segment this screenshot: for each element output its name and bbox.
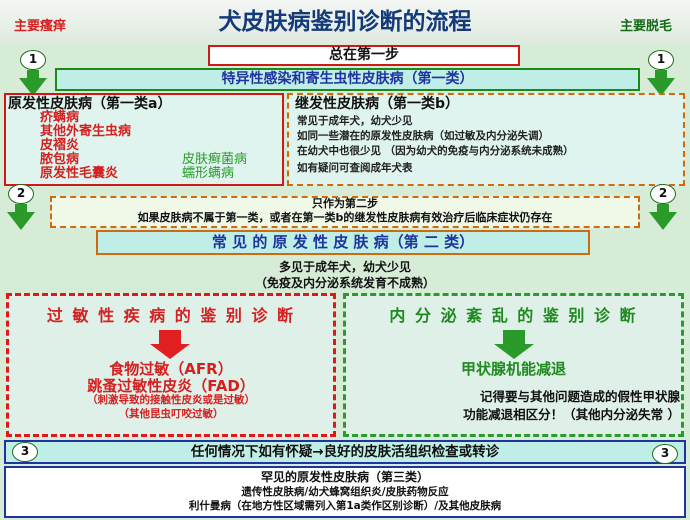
- allergy-item: 食物过敏（AFR）: [109, 360, 233, 378]
- secondary-heading: 继发性皮肤病（第一类b）: [295, 96, 460, 112]
- arrow-down-icon: [19, 78, 47, 96]
- endocrine-heading: 内 分 泌 紊 乱 的 鉴 别 诊 断: [389, 306, 638, 325]
- title-bar: [0, 0, 690, 44]
- endocrine-note: 功能减退相区分！（其他内分泌失常 ）: [463, 407, 680, 422]
- rare-line: 遗传性皮肤病/幼犬蜂窝组织炎/皮肤药物反应: [241, 486, 449, 498]
- arrow-down-icon: [647, 78, 675, 96]
- allergy-heading: 过 敏 性 疾 病 的 鉴 别 诊 断: [46, 306, 296, 325]
- secondary-line: 常见于成年犬，幼犬少见: [297, 115, 413, 127]
- page-title: 犬皮肤病鉴别诊断的流程: [218, 9, 472, 35]
- arrow-down-icon: [159, 330, 181, 344]
- category-one-bar: 特异性感染和寄生虫性皮肤病（第一类）: [55, 68, 640, 91]
- primary-item: 其他外寄生虫病: [40, 124, 132, 139]
- step-two-badge-right: 2: [650, 184, 676, 204]
- primary-item: 疥螨病: [40, 110, 80, 125]
- secondary-line: 如同一些潜在的原发性皮肤病（如过敏及内分泌失调）: [297, 130, 549, 142]
- rare-line: 利什曼病（在地方性区域需列入第1a类作区别诊断）/及其他皮肤病: [188, 500, 502, 512]
- secondary-disease-box: [287, 93, 685, 186]
- hair-loss-label: 主要脱毛: [619, 19, 672, 34]
- arrow-down-icon: [503, 330, 525, 344]
- step-one-badge-left: 1: [20, 50, 46, 70]
- step-two-badge-left: 2: [8, 184, 34, 204]
- itching-label: 主要瘙痒: [14, 19, 67, 34]
- endocrine-note: 记得要与其他问题造成的假性甲状腺: [479, 389, 680, 404]
- common-line: （免疫及内分泌系统发育不成熟）: [254, 276, 435, 290]
- arrow-down-icon: [655, 70, 667, 80]
- arrow-down-icon: [649, 212, 677, 230]
- step-two-description: 如果皮肤病不属于第一类，或者在第一类b的继发性皮肤病有效治疗后临床症状仍存在: [137, 211, 553, 224]
- step-one-box: 总在第一步: [208, 45, 520, 66]
- common-line: 多见于成年犬，幼犬少见: [278, 260, 411, 274]
- arrow-down-icon: [15, 204, 27, 214]
- step-three-badge-right: 3: [652, 444, 678, 464]
- allergy-item: 跳蚤过敏性皮炎（FAD）: [87, 377, 255, 395]
- arrow-down-icon: [7, 212, 35, 230]
- step-one-badge-right: 1: [648, 50, 674, 70]
- allergy-note: （刺激导致的接触性皮炎或是过敏）: [87, 394, 255, 406]
- secondary-line: 如有疑问可查阅成年犬表: [297, 162, 413, 174]
- arrow-down-icon: [27, 70, 39, 80]
- rare-title: 罕见的原发性皮肤病（第三类）: [260, 470, 429, 484]
- arrow-down-icon: [494, 344, 534, 359]
- endocrine-item: 甲状腺机能减退: [460, 360, 566, 378]
- arrow-down-icon: [657, 204, 669, 214]
- allergy-box: [6, 293, 336, 437]
- primary-heading: 原发性皮肤病（第一类a）: [8, 96, 172, 112]
- step-three-badge-left: 3: [12, 442, 38, 462]
- primary-disease-box: [4, 93, 284, 186]
- primary-item: 皮褶炎: [40, 138, 80, 153]
- category-two-bar: 常 见 的 原 发 性 皮 肤 病（第 二 类）: [96, 230, 590, 255]
- primary-item: 原发性毛囊炎: [40, 166, 119, 181]
- arrow-down-icon: [150, 344, 190, 359]
- biopsy-bar: 任何情况下如有怀疑→良好的皮肤活组织检查或转诊: [4, 440, 686, 464]
- primary-green-item: 皮肤癣菌病: [182, 152, 248, 167]
- primary-green-item: 蠕形螨病: [182, 166, 235, 181]
- secondary-line: 在幼犬中也很少见 （因为幼犬的免疫与内分泌系统未成熟）: [297, 145, 574, 157]
- step-two-label: 只作为第二步: [312, 197, 378, 210]
- allergy-note: （其他昆虫叮咬过敏）: [118, 408, 224, 420]
- endocrine-box: [343, 293, 684, 437]
- step-two-box: [50, 196, 640, 228]
- primary-item: 脓包病: [40, 152, 80, 167]
- rare-disease-box: [4, 466, 686, 518]
